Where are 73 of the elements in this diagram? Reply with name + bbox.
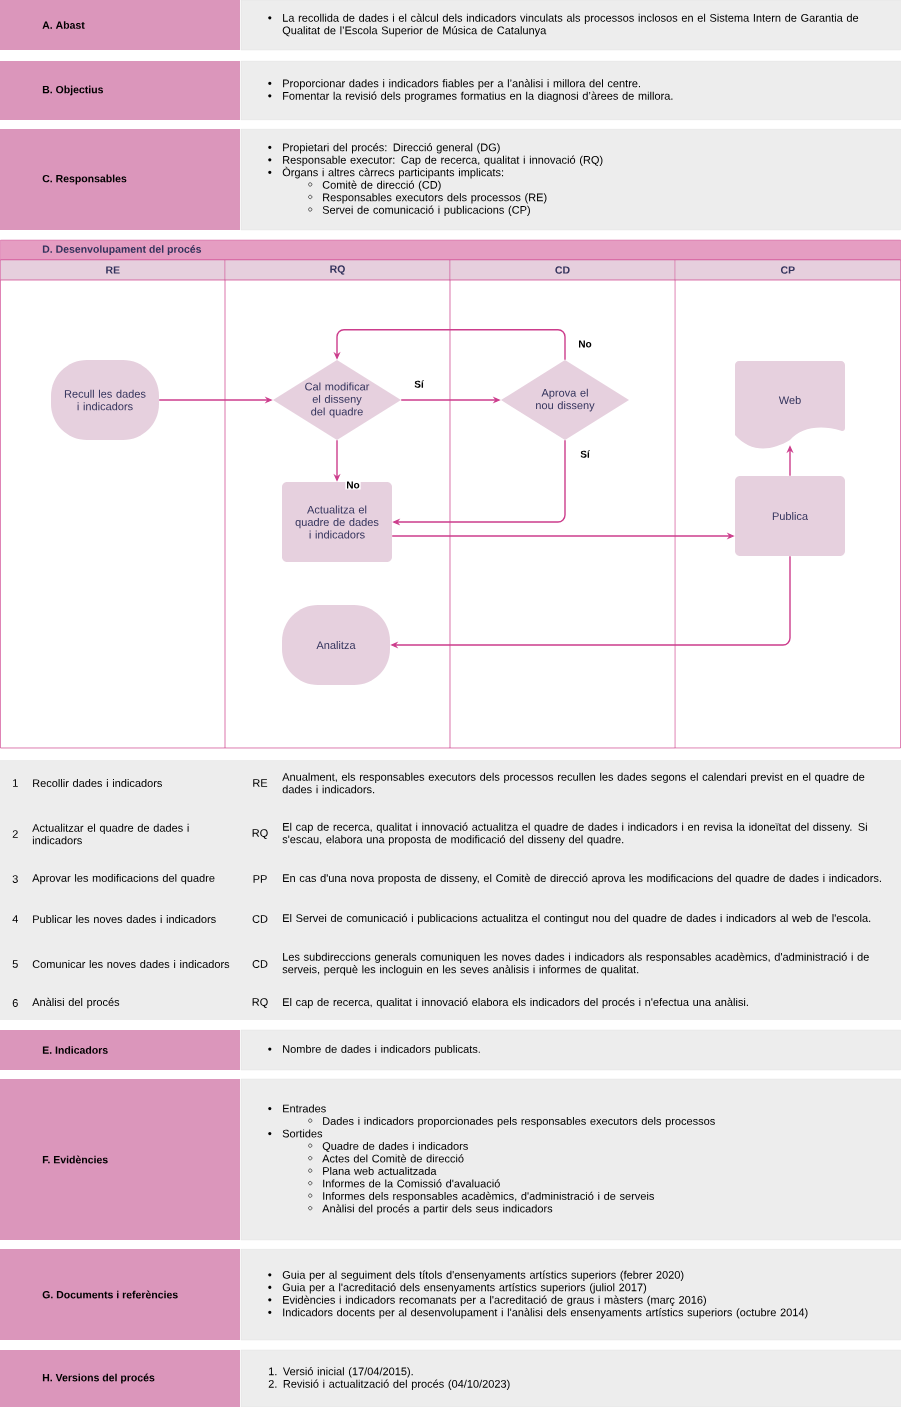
- table-cell: CD: [252, 915, 268, 923]
- list-item: Indicadors docents per al desenvolupament i l'anàlisi dels ensenyaments artístics superiors (octubre 2014): [268, 1308, 808, 1319]
- table-cell: El cap de recerca, qualitat i innovació elabora els indicadors del procés i n'efectua una anàlisi.: [283, 997, 748, 1009]
- node-label: CD: [555, 266, 570, 274]
- table-cell: Publicar les noves dades i indicadors: [33, 914, 216, 924]
- section-header: C. Responsables: [0, 129, 240, 230]
- list-item: Responsable executor: Cap de recerca, qualitat i innovació (RQ): [268, 155, 603, 166]
- list-item: Responsables executors dels processos (RE): [308, 193, 547, 204]
- node-label: D. Desenvolupament del procés: [42, 245, 202, 255]
- section-header: A. Abast: [0, 0, 240, 50]
- list-item: Actes del Comitè de direcció: [308, 1154, 464, 1163]
- content-panel: [240, 1029, 901, 1071]
- section-header: F. Evidències: [0, 1079, 240, 1240]
- list-item: Fomentar la revisió dels programes formatius en la diagnosi d’àrees de millora.: [268, 91, 673, 102]
- table-cell: Comunicar les noves dades i indicadors: [32, 959, 230, 969]
- section-header: B. Objectius: [0, 61, 240, 120]
- list-item: Plana web actualitzada: [308, 1166, 437, 1175]
- table-cell: El Servei de comunicació i publicacions actualitza el contingut nou del quadre de dades i indicadors al web de l'escola.: [283, 913, 871, 925]
- section-header: E. Indicadors: [0, 1030, 240, 1070]
- content-panel: [240, 1248, 901, 1341]
- list-item: Proporcionar dades i indicadors fiables per a l’anàlisi i millora del centre.: [268, 79, 640, 90]
- table-cell: PP: [253, 875, 267, 883]
- table-cell: Anàlisi del procés: [32, 997, 120, 1009]
- table-cell: 1: [13, 779, 18, 787]
- table-cell: Actualitzar el quadre de dades i indicadors: [32, 823, 189, 845]
- content-panel: [240, 1349, 901, 1407]
- list-item: Nombre de dades i indicadors publicats.: [268, 1044, 480, 1056]
- list-item: Guia per al seguiment dels títols d'ensenyaments artístics superiors (febrer 2020): [268, 1270, 684, 1281]
- table-cell: En cas d'una nova proposta de disseny, el Comitè de direcció aprova les modificacions del quadre de dades i indicadors.: [283, 873, 881, 885]
- list-item: Entrades: [268, 1104, 326, 1113]
- table-cell: 3: [12, 875, 18, 883]
- content-panel: [240, 0, 901, 51]
- process-box: Publica: [735, 476, 845, 556]
- table-cell: 5: [12, 960, 18, 968]
- table-cell: CD: [252, 960, 268, 968]
- section-header: G. Documents i referències: [0, 1249, 240, 1340]
- table-cell: Les subdireccions generals comuniquen les noves dades i indicadors als responsables acadèmics, d'administració i de serveis, perquè les incloguin en les seves anàlisis i informes de qualitat.: [282, 952, 869, 976]
- list-item: 2. Revisió i actualització del procés (04/10/2023): [268, 1379, 510, 1390]
- section-header: H. Versions del procés: [0, 1350, 240, 1407]
- table-cell: Anualment, els responsables executors dels processos recullen les dades segons el calendari previst en el quadre de dades i indicadors.: [282, 772, 865, 794]
- edge-label: No: [577, 339, 593, 349]
- table-cell: Aprovar les modificacions del quadre: [32, 873, 215, 885]
- list-item: La recollida de dades i el càlcul dels indicadors vinculats als processos inclosos en el Sistema Intern de Garantia de Qualitat de l’Escola Superior de Música de Catalunya: [268, 13, 859, 37]
- node-label: RQ: [330, 265, 345, 275]
- table-cell: RQ: [252, 829, 268, 839]
- edge-label: Sí: [413, 379, 425, 389]
- list-item: Anàlisi del procés a partir dels seus indicadors: [308, 1204, 553, 1215]
- table-cell: Recollir dades i indicadors: [33, 778, 162, 788]
- list-item: Dades i indicadors proporcionades pels responsables executors dels processos: [308, 1116, 715, 1128]
- content-panel: [240, 1078, 901, 1241]
- list-item: Guia per a l'acreditació dels ensenyaments artístics superiors (juliol 2017): [268, 1283, 647, 1294]
- list-item: Quadre de dades i indicadors: [308, 1141, 468, 1152]
- content-panel: [240, 128, 901, 231]
- list-item: Sortides: [268, 1129, 323, 1138]
- edge-label: No: [345, 480, 361, 490]
- list-item: Comitè de direcció (CD): [308, 180, 441, 191]
- list-item: Evidències i indicadors recomanats per a l'acreditació de graus i màsters (març 2016): [268, 1295, 706, 1306]
- list-item: 1. Versió inicial (17/04/2015).: [269, 1367, 413, 1378]
- list-item: Òrgans i altres càrrecs participants implicats:: [268, 166, 504, 179]
- edge-label: Sí: [579, 449, 591, 459]
- list-item: Propietari del procés: Direcció general (DG): [268, 143, 500, 154]
- content-panel: [240, 60, 901, 121]
- list-item: Servei de comunicació i publicacions (CP): [308, 205, 530, 216]
- table-cell: 2: [12, 830, 18, 838]
- node-label: RE: [106, 266, 120, 274]
- table-cell: RQ: [252, 998, 268, 1008]
- node-label: CP: [780, 266, 795, 274]
- table-cell: RE: [253, 779, 268, 787]
- list-item: Informes de la Comissió d'avaluació: [308, 1179, 500, 1188]
- table-cell: 4: [12, 915, 18, 923]
- table-cell: 6: [12, 999, 18, 1007]
- list-item: Informes dels responsables acadèmics, d'administració i de serveis: [308, 1191, 654, 1203]
- table-cell: El cap de recerca, qualitat i innovació actualitza el quadre de dades i indicadors i en revisa la idoneïtat del disseny. Si s'escau, elabora una proposta de modificació del disseny del quadre.: [282, 822, 867, 846]
